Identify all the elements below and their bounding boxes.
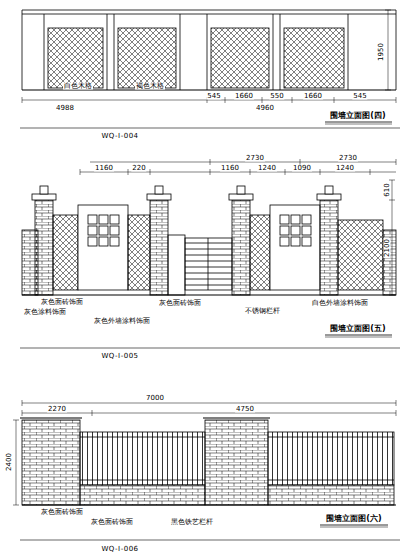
square-opening xyxy=(302,226,311,235)
dimension: 4988 xyxy=(55,105,75,112)
dimension: 2270 xyxy=(47,406,67,413)
dimension: 1660 xyxy=(303,93,323,100)
dimension: 2100 xyxy=(384,238,391,258)
dimension: 7000 xyxy=(145,395,165,402)
drawing-number: WQ-I-006 xyxy=(100,546,139,553)
square-opening xyxy=(99,237,108,246)
square-opening xyxy=(302,215,311,224)
square-opening xyxy=(110,226,119,235)
dimension: 1160 xyxy=(94,165,114,172)
dimension: 1660 xyxy=(234,93,254,100)
dimension: 2400 xyxy=(6,452,13,472)
dimension: 220 xyxy=(131,165,146,172)
material-note: 褐色木格 xyxy=(135,83,165,90)
drawing-title: 围墙立面图(六) xyxy=(325,515,382,523)
dimension: 550 xyxy=(269,93,284,100)
square-opening xyxy=(291,226,300,235)
material-note: 白色木格 xyxy=(63,83,93,90)
dimension: 1240 xyxy=(335,165,355,172)
material-note: 白色外墙涂料饰面 xyxy=(311,300,369,307)
square-opening xyxy=(291,237,300,246)
dimension: 545 xyxy=(352,93,367,100)
square-opening xyxy=(291,215,300,224)
dimension: 1240 xyxy=(257,165,277,172)
dimension: 1160 xyxy=(220,165,240,172)
drawing-number: WQ-I-005 xyxy=(100,353,139,360)
dimension: 2730 xyxy=(245,155,265,162)
material-note: 灰色面砖饰面 xyxy=(90,519,134,526)
square-opening xyxy=(110,237,119,246)
square-opening xyxy=(280,226,289,235)
square-opening xyxy=(302,237,311,246)
dimension: 1090 xyxy=(292,165,312,172)
material-note: 灰色面砖饰面 xyxy=(40,299,84,306)
square-opening xyxy=(280,237,289,246)
material-note: 不锈钢栏杆 xyxy=(244,308,281,315)
square-opening xyxy=(88,215,97,224)
material-note: 灰色外墙涂料饰面 xyxy=(93,318,151,325)
square-opening xyxy=(99,226,108,235)
dimension: 545 xyxy=(206,93,221,100)
material-note: 灰色涂料饰面 xyxy=(23,309,67,316)
material-note: 灰色面砖饰面 xyxy=(40,509,84,516)
square-opening xyxy=(88,226,97,235)
dimension: 4750 xyxy=(235,406,255,413)
dimension: 4960 xyxy=(255,105,275,112)
dimension: 1950 xyxy=(378,42,385,62)
dimension: 2730 xyxy=(338,155,358,162)
drawing-number: WQ-I-004 xyxy=(100,133,139,140)
dimension: 610 xyxy=(384,182,391,197)
square-opening xyxy=(280,215,289,224)
square-opening xyxy=(110,215,119,224)
drawing-title: 围墙立面图(四) xyxy=(329,112,386,120)
square-opening xyxy=(88,237,97,246)
material-note: 灰色面砖饰面 xyxy=(158,300,202,307)
square-opening xyxy=(99,215,108,224)
material-note: 黑色铁艺栏杆 xyxy=(170,519,214,526)
drawing-title: 围墙立面图(五) xyxy=(329,325,386,333)
